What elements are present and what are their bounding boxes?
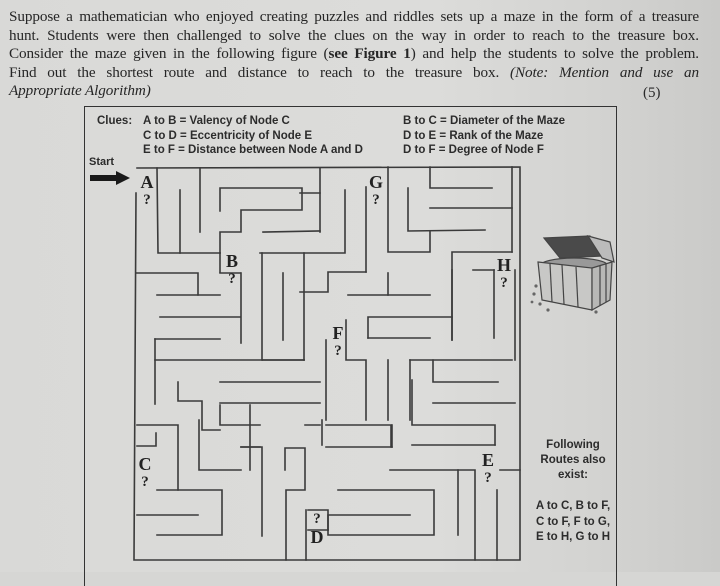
routes-title-line-2: Routes also (540, 454, 606, 466)
routes-title-line-1: Following (546, 439, 600, 451)
node-e: E ? (479, 451, 497, 487)
marks-label: (5) (643, 85, 661, 101)
node-f-value: ? (334, 343, 342, 359)
question-text: Suppose a mathematician who enjoyed crea… (9, 8, 699, 101)
question-line-2: hunt. Students were then challenged to s… (9, 26, 699, 44)
node-c-value: ? (141, 474, 149, 490)
question-line-5: Appropriate Algorithm) (9, 82, 151, 100)
node-e-value: ? (484, 470, 492, 486)
node-d: ? D (308, 510, 326, 546)
node-c: C ? (136, 455, 154, 491)
clue-b-to-c: B to C = Diameter of the Maze (403, 115, 565, 127)
node-h-value: ? (500, 275, 508, 291)
figure-1-frame (84, 106, 617, 586)
additional-routes-note: Following Routes also exist: A to C, B t… (531, 438, 615, 546)
question-line-3: Consider the maze given in the following… (9, 45, 699, 63)
arrow-right-icon (90, 171, 130, 185)
clue-d-to-e: D to E = Rank of the Maze (403, 129, 544, 142)
treasure-chest-icon (530, 235, 615, 314)
start-label: Start (89, 156, 115, 168)
question-line-1: Suppose a mathematician who enjoyed crea… (9, 8, 699, 25)
routes-list: A to C, B to F, C to F, F to G, E to H, … (531, 499, 615, 546)
figure-reference: see Figure 1 (328, 45, 411, 63)
node-b-value: ? (228, 271, 236, 287)
route-line-1: A to C, B to F, (535, 500, 611, 512)
node-h: H ? (496, 255, 511, 291)
node-g-value: ? (372, 192, 380, 208)
clue-e-to-f: E to F = Distance between Node A and D (143, 144, 363, 156)
maze-diagram (133, 166, 521, 561)
clue-c-to-d: C to D = Eccentricity of Node E (143, 129, 313, 142)
clues-label: Clues: (97, 115, 133, 127)
node-a: A ? (138, 173, 156, 209)
question-line-4: Find out the shortest route and distance… (9, 63, 699, 81)
clue-a-to-b: A to B = Valency of Node C (143, 115, 290, 127)
node-f: F ? (329, 324, 347, 360)
node-b: B ? (223, 252, 241, 288)
route-line-2: C to F, F to G, (535, 515, 611, 528)
clues-right-column: B to C = Diameter of the Maze D to E = R… (403, 114, 565, 158)
node-g: G ? (368, 172, 383, 208)
routes-title-line-3: exist: (557, 469, 589, 481)
node-d-value: ? (313, 511, 321, 527)
node-a-value: ? (143, 192, 151, 208)
note-text: (Note: Mention and use an (510, 63, 699, 81)
route-line-3: E to H, G to H (535, 531, 611, 543)
clue-d-to-f: D to F = Degree of Node F (403, 144, 544, 156)
clues-left-column: A to B = Valency of Node C C to D = Ecce… (143, 114, 363, 158)
